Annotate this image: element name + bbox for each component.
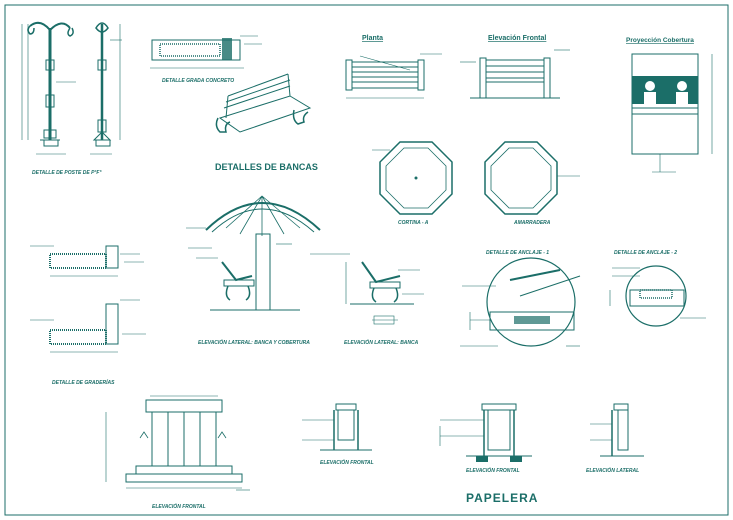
lamp-post-detail — [21, 21, 122, 155]
canopy-projection-view — [631, 53, 713, 173]
anchorage-detail-1 — [460, 257, 581, 347]
amarradera-label: AMARRADERA — [513, 220, 551, 226]
bench-side-elevation — [310, 253, 424, 325]
bench-side-elevation-label: ELEVACIÓN LATERAL: BANCA — [344, 339, 419, 346]
papelera-title: PAPELERA — [466, 491, 538, 505]
trash-bin-front-1-label: ELEVACIÓN FRONTAL — [320, 459, 374, 466]
bench-details-title: DETALLES DE BANCAS — [215, 162, 318, 172]
bench-plan-view — [345, 53, 442, 99]
trash-bin-side — [590, 403, 644, 457]
bench-isometric — [215, 73, 312, 133]
lamp-post-label: DETALLE DE POSTE DE P°F° — [32, 170, 102, 176]
trash-bin-front-2-label: ELEVACIÓN FRONTAL — [466, 467, 520, 474]
bench-canopy-elevation — [186, 195, 321, 311]
concrete-step-detail — [150, 35, 262, 69]
anchorage-2-label: DETALLE DE ANCLAJE - 2 — [614, 250, 677, 256]
base-front-elevation-label: ELEVACIÓN FRONTAL — [152, 503, 206, 510]
front-elevation-label: Elevación Frontal — [488, 35, 546, 42]
bench-canopy-elevation-label: ELEVACIÓN LATERAL: BANCA Y COBERTURA — [198, 339, 310, 346]
octagon-amarradera — [484, 141, 580, 215]
cortina-label: CORTINA - A — [398, 220, 429, 226]
steps-detail — [30, 245, 146, 353]
canopy-projection-label: Proyección Cobertura — [626, 37, 694, 44]
trash-bin-front-2 — [439, 403, 532, 462]
trash-bin-front-1 — [302, 403, 372, 451]
concrete-step-label: DETALLE GRADA CONCRETO — [162, 78, 234, 84]
bench-front-elevation — [460, 49, 570, 99]
anchorage-detail-2 — [609, 265, 706, 327]
sheet-border — [4, 4, 729, 516]
base-front-elevation — [105, 395, 250, 491]
steps-detail-label: DETALLE DE GRADERÍAS — [52, 379, 115, 386]
trash-bin-side-label: ELEVACIÓN LATERAL — [586, 467, 639, 474]
octagon-cortina — [372, 141, 453, 215]
anchorage-1-label: DETALLE DE ANCLAJE - 1 — [486, 250, 549, 256]
plan-label: Planta — [362, 35, 383, 42]
